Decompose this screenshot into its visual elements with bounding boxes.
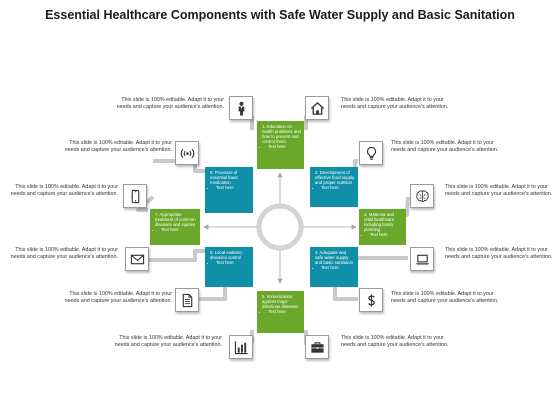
note-text: This slide is 100% editable. Adapt it to…	[114, 335, 222, 348]
component-box-8: 8. Provision of essential basic medicati…	[205, 167, 253, 213]
note-text: This slide is 100% editable. Adapt it to…	[391, 291, 499, 304]
component-box-2: 2. Development of effective food supply …	[310, 167, 358, 207]
briefcase-icon-box	[305, 335, 329, 359]
dollar-coin-icon-box	[359, 288, 383, 312]
connector-line	[148, 249, 206, 262]
connector-line	[353, 249, 408, 260]
note-text: This slide is 100% editable. Adapt it to…	[64, 291, 172, 304]
component-label: 5. Immunization against major infectious…	[262, 294, 299, 309]
note-text: This slide is 100% editable. Adapt it to…	[445, 247, 553, 260]
component-box-1: 1. Education on health problems and how …	[257, 121, 304, 169]
connector-line	[153, 159, 206, 173]
document-icon	[182, 293, 192, 307]
laptop-icon-box	[410, 247, 434, 271]
wireless-signal-icon	[180, 148, 194, 158]
note-text: This slide is 100% editable. Adapt it to…	[10, 184, 118, 197]
light-bulb-icon	[366, 146, 376, 160]
component-label: 7. Appropriate treatment of common disea…	[155, 212, 196, 227]
dollar-coin-icon	[367, 293, 375, 307]
component-label: 6. Local endemic diseases control	[210, 250, 243, 260]
bullet-item: Text here	[268, 309, 301, 314]
light-bulb-icon-box	[359, 141, 383, 165]
home-icon	[310, 101, 324, 115]
component-box-3: 3. Maternal and child healthcare includi…	[359, 209, 406, 245]
note-text: This slide is 100% editable. Adapt it to…	[64, 140, 172, 153]
note-text: This slide is 100% editable. Adapt it to…	[116, 97, 224, 110]
note-text: This slide is 100% editable. Adapt it to…	[445, 184, 553, 197]
component-label: 4. Adequate and safe water supply and ba…	[315, 250, 353, 265]
bar-chart-icon-box	[229, 335, 253, 359]
mobile-phone-icon	[131, 189, 139, 203]
person-icon	[238, 101, 244, 116]
component-box-6: 6. Local endemic diseases control Text h…	[205, 247, 253, 287]
component-box-7: 7. Appropriate treatment of common disea…	[150, 209, 200, 245]
brain-icon-box	[410, 184, 434, 208]
arrow-right	[351, 224, 357, 230]
brain-icon	[415, 189, 429, 202]
component-box-4: 4. Adequate and safe water supply and ba…	[310, 247, 358, 287]
envelope-icon	[130, 254, 144, 264]
arrow-left	[203, 224, 209, 230]
note-text: This slide is 100% editable. Adapt it to…	[391, 140, 499, 153]
page-title: Essential Healthcare Components with Saf…	[45, 8, 515, 22]
component-label: 3. Maternal and child healthcare includi…	[364, 212, 395, 232]
arrow-down	[277, 278, 283, 284]
bullet-item: Text here	[370, 232, 403, 237]
bullet-item: Text here	[161, 227, 197, 232]
envelope-icon-box	[125, 247, 149, 271]
component-label: 2. Development of effective food supply …	[315, 170, 355, 185]
mobile-phone-icon-box	[123, 184, 147, 208]
bullet-item: Text here	[321, 265, 355, 270]
person-icon-box	[229, 96, 253, 120]
note-text: This slide is 100% editable. Adapt it to…	[10, 247, 118, 260]
home-icon-box	[305, 96, 329, 120]
component-box-5: 5. Immunization against major infectious…	[257, 291, 304, 333]
center-ring	[256, 203, 304, 251]
briefcase-icon	[310, 341, 324, 353]
component-label: 8. Provision of essential basic medicati…	[210, 170, 239, 185]
wireless-signal-icon-box	[175, 141, 199, 165]
bullet-item: Text here	[216, 260, 250, 265]
bullet-item: Text here	[216, 185, 250, 190]
connector-line	[136, 195, 155, 212]
arrow-up	[277, 172, 283, 178]
document-icon-box	[175, 288, 199, 312]
note-text: This slide is 100% editable. Adapt it to…	[341, 335, 449, 348]
bullet-item: Text here	[321, 185, 355, 190]
component-label: 1. Education on health problems and how …	[262, 124, 301, 144]
laptop-icon	[415, 254, 429, 264]
bar-chart-icon	[234, 340, 248, 354]
note-text: This slide is 100% editable. Adapt it to…	[341, 97, 449, 110]
bullet-item: Text here	[268, 144, 301, 149]
